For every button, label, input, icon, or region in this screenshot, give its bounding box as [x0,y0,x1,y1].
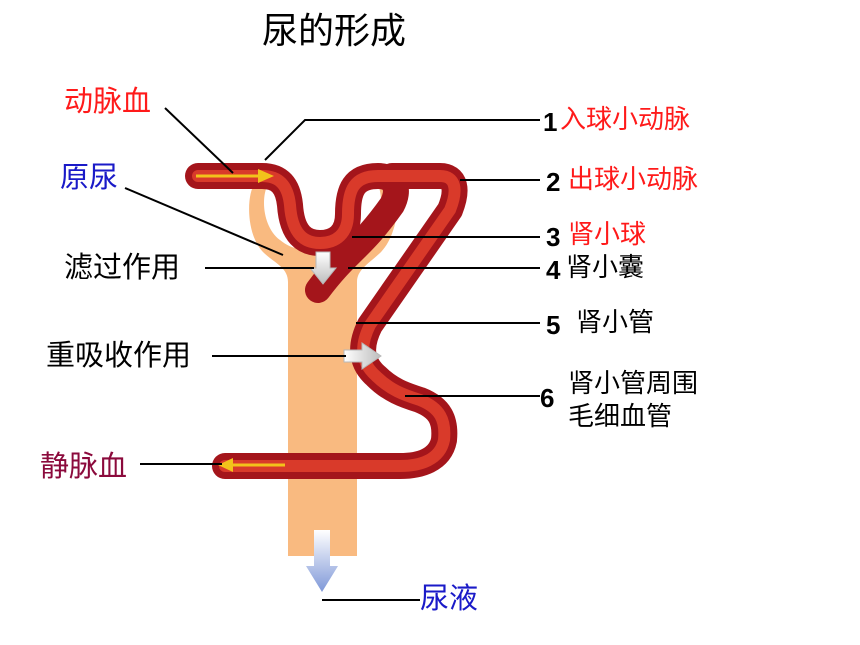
part-3-name: 肾小球 [568,220,647,250]
artery-blood-label: 动脉血 [64,84,152,118]
part-6-name-line1: 肾小管周围 [568,369,699,399]
part-3-number: 3 [546,222,561,252]
page-title: 尿的形成 [262,11,407,52]
leader-lines [124,107,540,601]
part-6-name-line2: 毛细血管 [568,402,673,432]
part-1-name: 入球小动脉 [560,105,691,135]
part-2-name: 出球小动脉 [568,165,699,195]
reabsorption-label: 重吸收作用 [46,338,192,372]
filtration-arrow [308,251,338,285]
part-6-number: 6 [540,383,555,413]
primary-urine-label: 原尿 [60,160,119,194]
filtration-label: 滤过作用 [64,250,181,284]
part-1-number: 1 [543,107,558,137]
renal-tubule-shape [249,183,398,556]
urine-outflow-arrow [306,530,338,592]
part-2-number: 2 [546,167,561,197]
part-4-name: 肾小囊 [566,253,645,283]
reabsorption-arrow [343,342,382,370]
part-5-number: 5 [546,310,561,340]
urine-label: 尿液 [420,581,479,615]
part-4-number: 4 [546,255,561,285]
part-5-name: 肾小管 [576,308,655,338]
arterial-inflow-arrow [196,169,274,183]
venous-outflow-arrow [218,458,285,472]
blood-vessel [185,163,468,479]
venous-blood-label: 静脉血 [40,449,128,483]
